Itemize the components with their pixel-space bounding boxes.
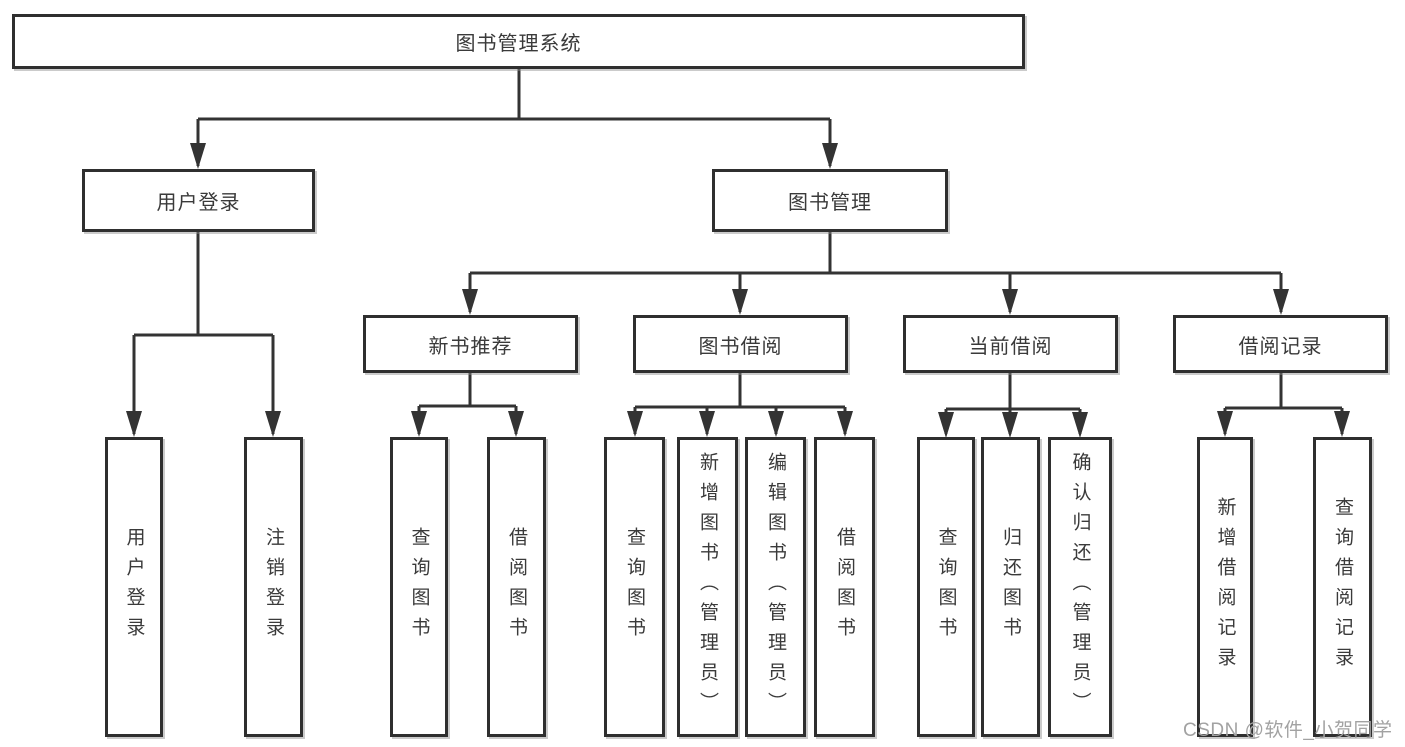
connector-book-borrow-children <box>633 373 847 434</box>
leaf-add-borrow-record-label: 新增借阅记录 <box>1214 497 1236 677</box>
leaf-add-book-admin: 新增图书（管理员） <box>677 437 738 737</box>
arrowheads-user-login-children <box>126 411 281 437</box>
node-new-book-recommend-label: 新书推荐 <box>428 335 513 358</box>
connector-current-borrow-children <box>944 373 1082 434</box>
node-borrow-records-label: 借阅记录 <box>1238 335 1323 358</box>
leaf-add-book-admin-label: 新增图书（管理员） <box>697 452 718 722</box>
leaf-return-books: 归还图书 <box>981 437 1040 737</box>
leaf-borrow-books-label: 借阅图书 <box>834 527 855 647</box>
connector-borrow-record-children <box>1223 373 1344 434</box>
connector-root-to-level2 <box>196 69 832 166</box>
leaf-borrow-books-recommend-label: 借阅图书 <box>506 527 527 647</box>
leaf-borrow-books: 借阅图书 <box>814 437 875 737</box>
node-current-borrow-label: 当前借阅 <box>968 335 1053 358</box>
arrowheads-level2 <box>190 143 838 169</box>
leaf-edit-book-admin-label: 编辑图书（管理员） <box>765 452 786 722</box>
node-book-management: 图书管理 <box>712 169 948 232</box>
node-book-borrow: 图书借阅 <box>633 315 848 373</box>
leaf-logout: 注销登录 <box>244 437 303 737</box>
node-root-label: 图书管理系统 <box>455 33 582 55</box>
leaf-query-borrow-record-label: 查询借阅记录 <box>1332 497 1353 677</box>
node-book-borrow-label: 图书借阅 <box>698 335 783 358</box>
node-book-management-label: 图书管理 <box>788 192 872 214</box>
leaf-user-login-label: 用户登录 <box>123 527 145 647</box>
node-new-book-recommend: 新书推荐 <box>363 315 578 373</box>
node-user-login: 用户登录 <box>82 169 315 232</box>
leaf-user-login: 用户登录 <box>105 437 163 737</box>
leaf-borrow-books-recommend: 借阅图书 <box>487 437 546 737</box>
leaf-query-books-recommend: 查询图书 <box>390 437 448 737</box>
leaf-edit-book-admin: 编辑图书（管理员） <box>745 437 806 737</box>
connector-new-book-children <box>417 373 518 434</box>
node-user-login-label: 用户登录 <box>156 192 241 214</box>
leaf-query-books-current-label: 查询图书 <box>935 527 957 647</box>
leaf-confirm-return-admin: 确认归还（管理员） <box>1048 437 1112 737</box>
leaf-logout-label: 注销登录 <box>263 527 284 647</box>
connector-book-management-modules <box>468 232 1283 312</box>
csdn-watermark: CSDN @软件_小贺同学 <box>1183 720 1393 741</box>
arrowheads-level3 <box>462 289 1289 315</box>
node-root: 图书管理系统 <box>12 14 1025 69</box>
arrowheads-leaves <box>411 411 1350 438</box>
leaf-query-books-borrow: 查询图书 <box>604 437 665 737</box>
leaf-query-books-borrow-label: 查询图书 <box>624 527 645 647</box>
leaf-query-books-recommend-label: 查询图书 <box>408 527 430 647</box>
node-borrow-records: 借阅记录 <box>1173 315 1388 373</box>
leaf-add-borrow-record: 新增借阅记录 <box>1197 437 1253 737</box>
node-current-borrow: 当前借阅 <box>903 315 1118 373</box>
connector-user-login-children <box>132 232 275 434</box>
leaf-confirm-return-admin-label: 确认归还（管理员） <box>1069 452 1091 722</box>
leaf-query-books-current: 查询图书 <box>917 437 975 737</box>
leaf-return-books-label: 归还图书 <box>1000 527 1021 647</box>
leaf-query-borrow-record: 查询借阅记录 <box>1313 437 1372 737</box>
